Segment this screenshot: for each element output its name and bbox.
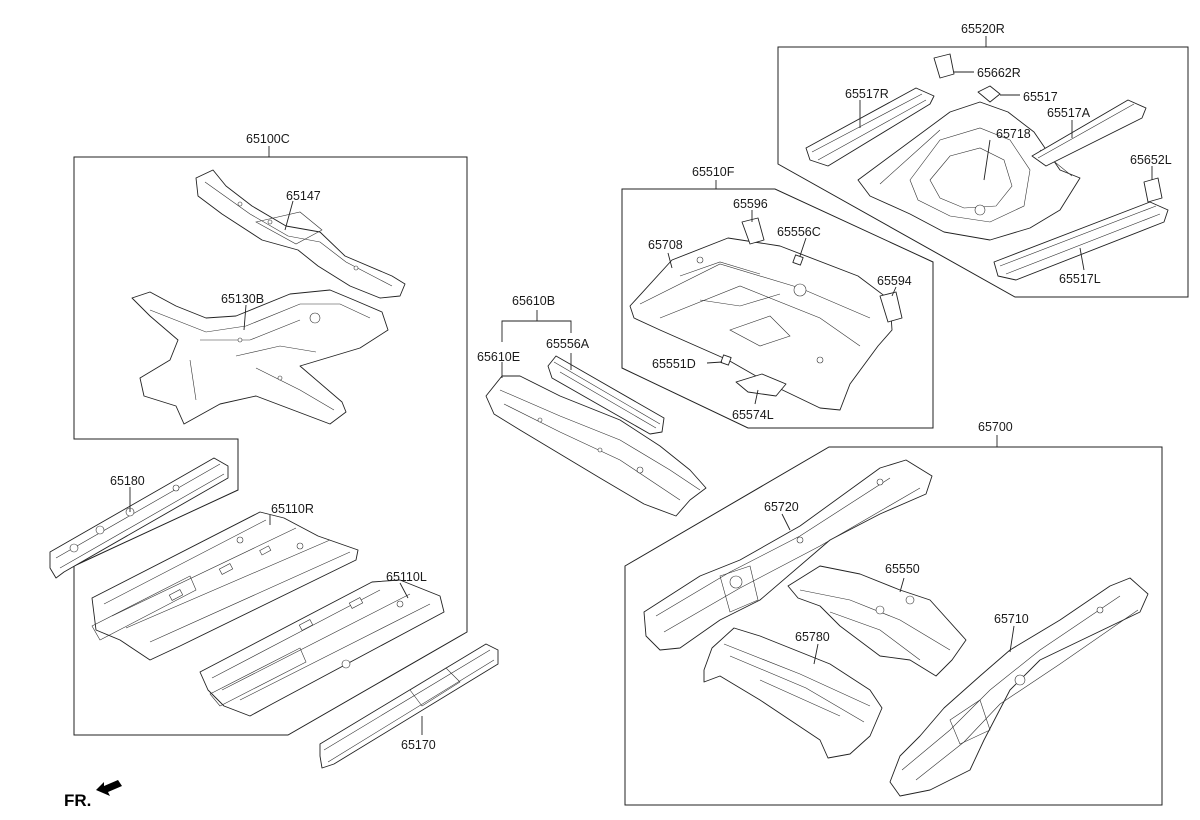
label-65662r[interactable]: 65662R <box>977 66 1021 80</box>
part-65556a <box>547 355 665 435</box>
part-65517 <box>977 85 1001 103</box>
part-65550 <box>787 565 967 677</box>
front-arrow-icon <box>96 780 122 796</box>
label-65550[interactable]: 65550 <box>885 562 920 576</box>
group-box-65510f <box>621 188 934 429</box>
part-65718 <box>857 101 1081 241</box>
part-65594 <box>879 291 903 323</box>
label-65718[interactable]: 65718 <box>996 127 1031 141</box>
label-65780[interactable]: 65780 <box>795 630 830 644</box>
part-65517r <box>805 87 935 167</box>
label-65517r[interactable]: 65517R <box>845 87 889 101</box>
label-65147[interactable]: 65147 <box>286 189 321 203</box>
label-65520r[interactable]: 65520R <box>961 22 1005 36</box>
label-65517[interactable]: 65517 <box>1023 90 1058 104</box>
label-65652l[interactable]: 65652L <box>1130 153 1172 167</box>
label-65100c[interactable]: 65100C <box>246 132 290 146</box>
label-65551d[interactable]: 65551D <box>652 357 696 371</box>
label-65130b[interactable]: 65130B <box>221 292 264 306</box>
label-65556a[interactable]: 65556A <box>546 337 590 351</box>
group-box-65700 <box>624 446 1163 806</box>
part-65574l <box>735 373 787 397</box>
part-65130b <box>131 289 389 425</box>
label-65610e[interactable]: 65610E <box>477 350 520 364</box>
part-65110l <box>199 579 445 717</box>
label-65710[interactable]: 65710 <box>994 612 1029 626</box>
part-65517a <box>1031 99 1147 167</box>
part-65517l <box>993 201 1169 281</box>
label-65110r[interactable]: 65110R <box>271 502 314 516</box>
label-65517l[interactable]: 65517L <box>1059 272 1101 286</box>
label-65110l[interactable]: 65110L <box>386 570 427 584</box>
part-65720 <box>643 459 933 651</box>
part-65556c <box>792 254 804 266</box>
label-65170[interactable]: 65170 <box>401 738 436 752</box>
label-65596[interactable]: 65596 <box>733 197 768 211</box>
label-65574l[interactable]: 65574L <box>732 408 774 422</box>
front-indicator: FR. <box>64 791 91 810</box>
group-box-65100c <box>73 156 468 736</box>
part-65652l <box>1143 177 1163 203</box>
part-65596 <box>741 217 765 245</box>
label-65517a[interactable]: 65517A <box>1047 106 1091 120</box>
part-65710 <box>889 577 1149 797</box>
group-box-65520r <box>777 46 1189 298</box>
part-65780 <box>703 627 883 759</box>
part-65610e <box>485 375 707 517</box>
part-65180 <box>49 457 229 579</box>
label-65708[interactable]: 65708 <box>648 238 683 252</box>
part-65110r <box>91 511 359 661</box>
part-65662r <box>933 53 955 79</box>
label-65700[interactable]: 65700 <box>978 420 1013 434</box>
label-65594[interactable]: 65594 <box>877 274 912 288</box>
label-65610b[interactable]: 65610B <box>512 294 555 308</box>
part-65551d <box>720 354 732 366</box>
part-65147 <box>195 169 406 299</box>
label-65180[interactable]: 65180 <box>110 474 145 488</box>
bracket-65610b <box>501 310 572 342</box>
label-65510f[interactable]: 65510F <box>692 165 735 179</box>
label-65720[interactable]: 65720 <box>764 500 799 514</box>
part-65170 <box>319 643 499 769</box>
label-65556c[interactable]: 65556C <box>777 225 821 239</box>
